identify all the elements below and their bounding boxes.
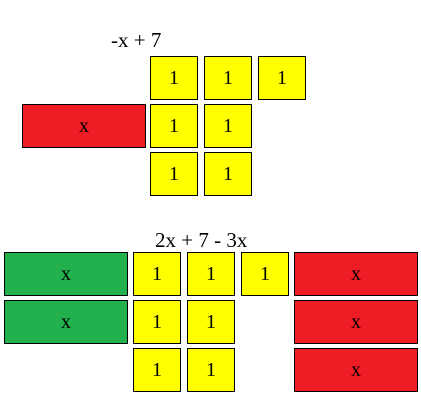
- tile-label: 1: [206, 359, 216, 381]
- unit-tile: 1: [258, 56, 306, 100]
- unit-tile: 1: [150, 104, 198, 148]
- bottom-expression-label: 2x + 7 - 3x: [155, 228, 248, 252]
- tile-label: x: [61, 311, 71, 333]
- tile-label: 1: [169, 163, 179, 185]
- tile-label: 1: [260, 263, 270, 285]
- tile-label: 1: [206, 311, 216, 333]
- unit-tile: 1: [187, 252, 235, 296]
- tile-label: x: [351, 359, 361, 381]
- unit-tile: 1: [133, 348, 181, 392]
- tile-label: 1: [223, 163, 233, 185]
- unit-tile: 1: [133, 300, 181, 344]
- unit-tile: 1: [187, 300, 235, 344]
- unit-tile: 1: [187, 348, 235, 392]
- unit-tile: 1: [133, 252, 181, 296]
- tile-label: 1: [206, 263, 216, 285]
- tile-label: 1: [152, 263, 162, 285]
- unit-tile: 1: [241, 252, 289, 296]
- tile-label: 1: [152, 311, 162, 333]
- unit-tile: 1: [204, 104, 252, 148]
- tile-label: 1: [223, 115, 233, 137]
- negative-x-tile: x: [22, 104, 146, 148]
- tile-label: x: [351, 311, 361, 333]
- negative-x-tile: x: [294, 300, 418, 344]
- negative-x-tile: x: [294, 252, 418, 296]
- tile-label: 1: [223, 67, 233, 89]
- unit-tile: 1: [204, 152, 252, 196]
- unit-tile: 1: [150, 152, 198, 196]
- negative-x-tile: x: [294, 348, 418, 392]
- positive-x-tile: x: [4, 252, 128, 296]
- tile-label: 1: [169, 115, 179, 137]
- unit-tile: 1: [204, 56, 252, 100]
- unit-tile: 1: [150, 56, 198, 100]
- tile-label: 1: [152, 359, 162, 381]
- tile-label: x: [351, 263, 361, 285]
- tile-label: x: [61, 263, 71, 285]
- tile-label: 1: [277, 67, 287, 89]
- positive-x-tile: x: [4, 300, 128, 344]
- top-expression-label: -x + 7: [111, 28, 162, 52]
- tile-label: x: [79, 115, 89, 137]
- tile-label: 1: [169, 67, 179, 89]
